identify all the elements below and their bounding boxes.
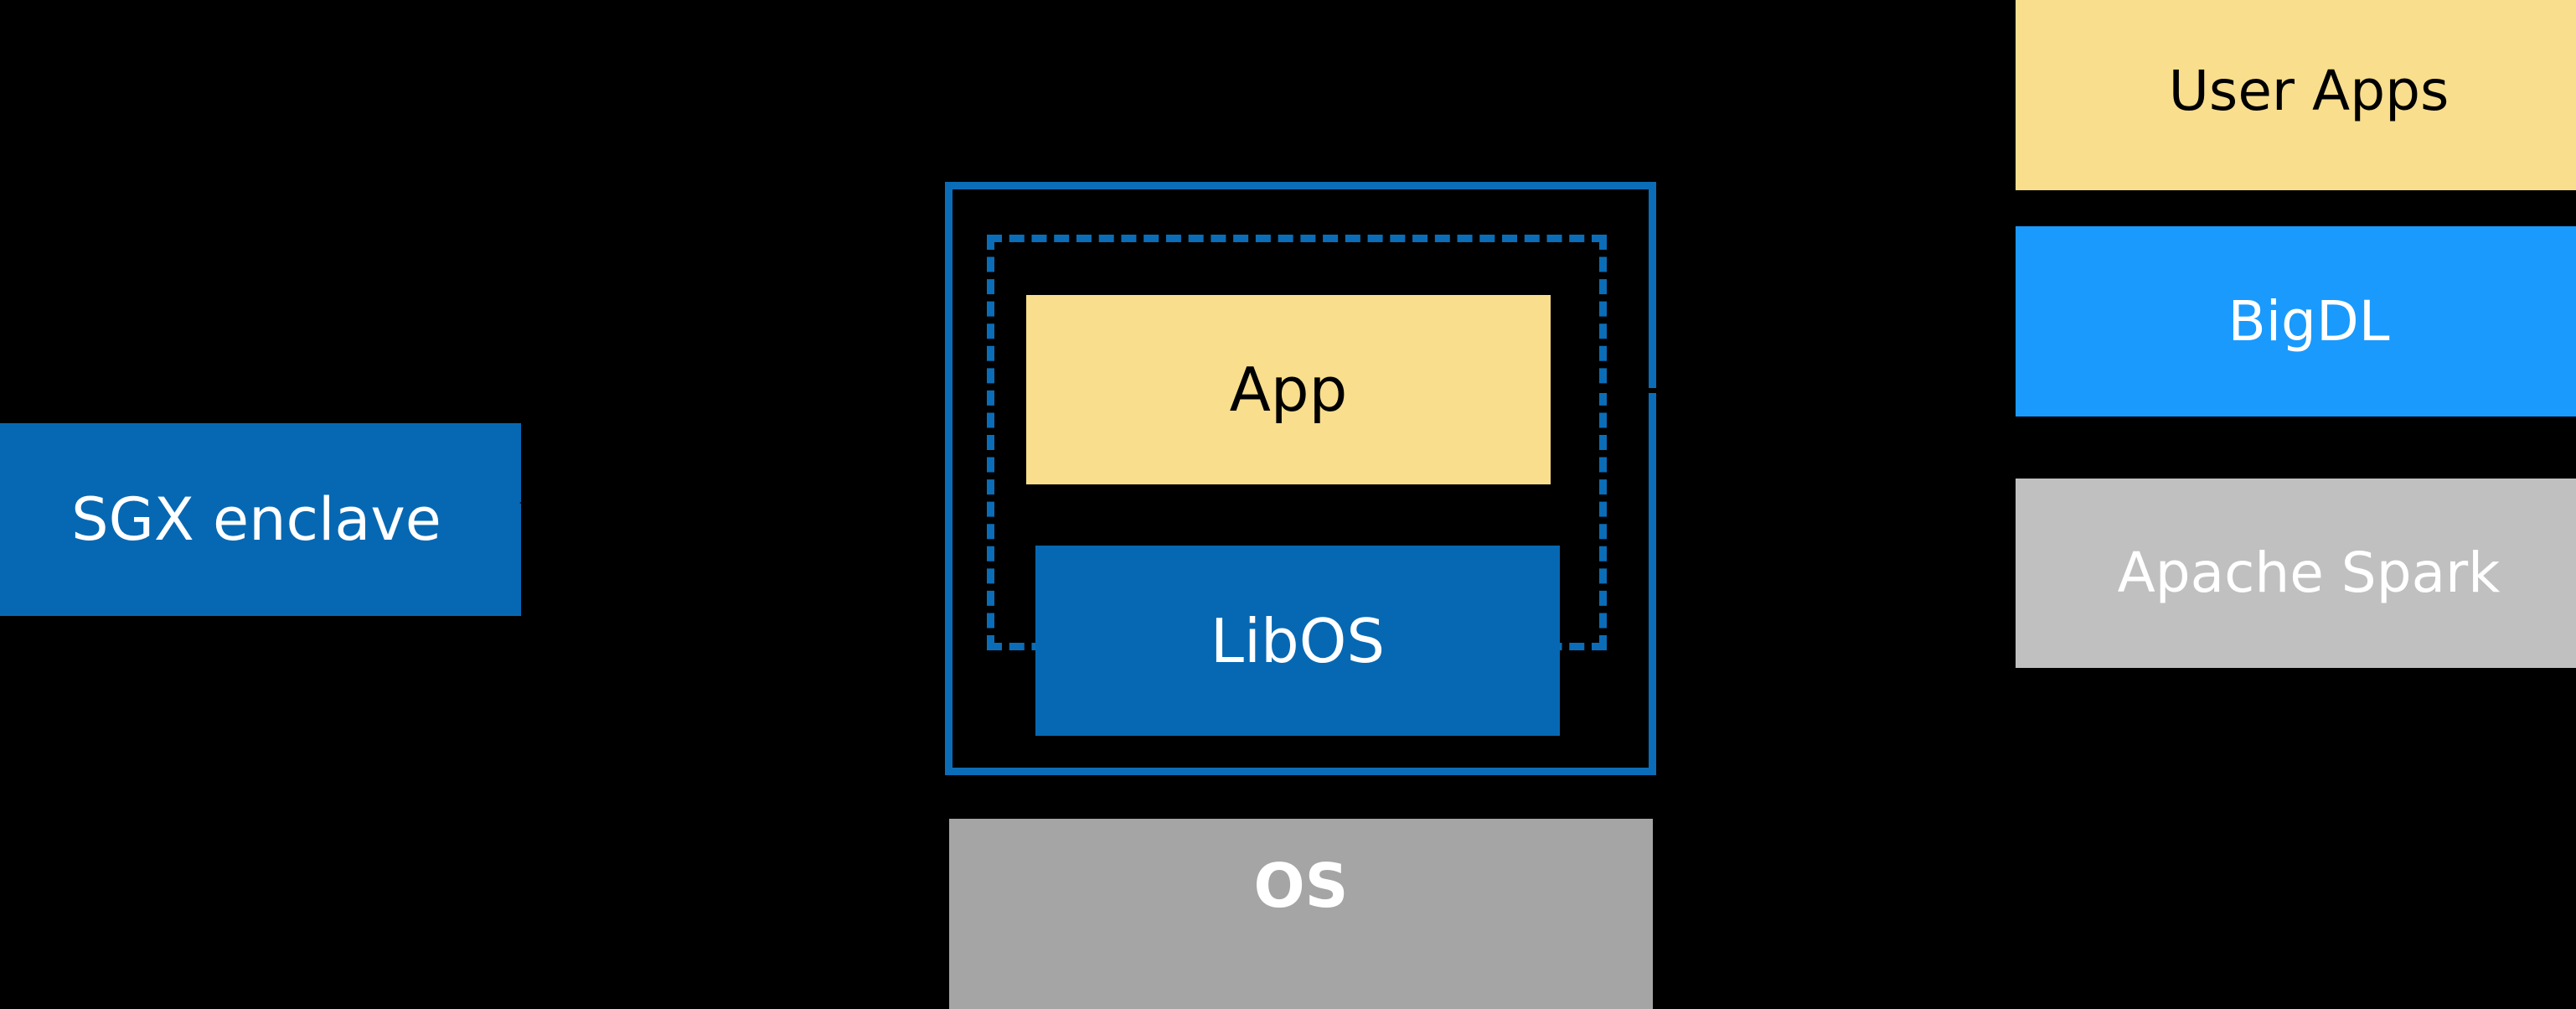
apache-spark-box[interactable]: Apache Spark [2016, 479, 2576, 668]
app-box[interactable]: App [1026, 295, 1551, 484]
libos-label: LibOS [1210, 605, 1386, 676]
sgx-enclave-label: SGX enclave [71, 485, 441, 554]
apache-spark-label: Apache Spark [2117, 541, 2501, 605]
enclave-solid-boundary [945, 182, 1656, 775]
connector-sgx-to-enclave [519, 486, 945, 520]
app-label: App [1229, 354, 1348, 425]
bigdl-box[interactable]: BigDL [2016, 226, 2576, 417]
libos-box[interactable]: LibOS [1035, 546, 1560, 736]
bigdl-label: BigDL [2228, 288, 2390, 354]
os-label: OS [1253, 851, 1349, 921]
sgx-enclave-box[interactable]: SGX enclave [0, 423, 521, 616]
user-apps-box[interactable]: User Apps [2016, 0, 2576, 190]
user-apps-label: User Apps [2168, 58, 2450, 123]
os-box[interactable]: OS [949, 819, 1653, 1009]
